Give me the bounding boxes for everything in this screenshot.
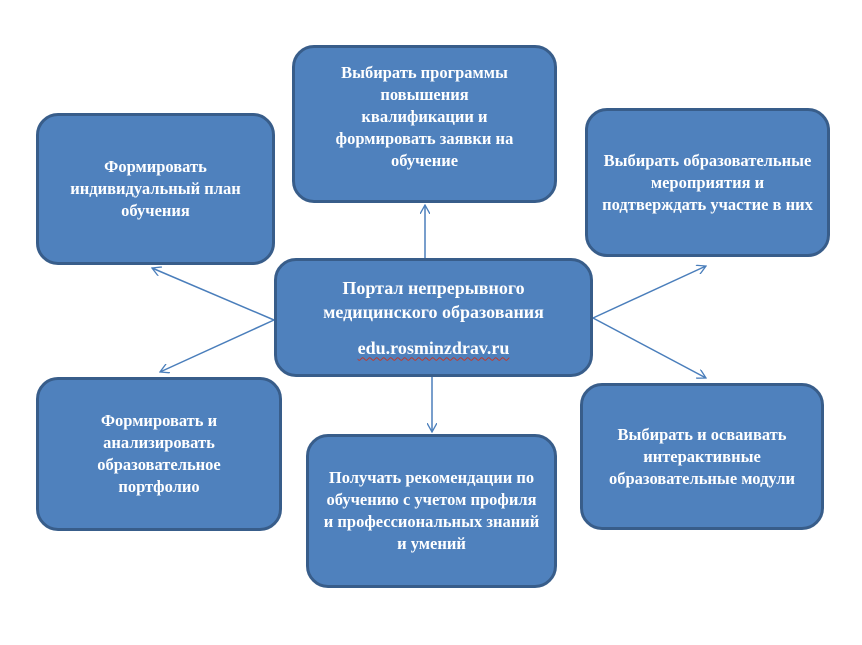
node-bottom: Получать рекомендации по обучению с учет… <box>306 434 557 588</box>
center-url[interactable]: edu.rosminzdrav.ru <box>357 337 510 358</box>
node-label: Получать рекомендации по обучению с учет… <box>323 468 540 553</box>
node-top-right: Выбирать образовательные мероприятия и п… <box>585 108 830 257</box>
node-top-left: Формировать индивидуальный план обучения <box>36 113 275 265</box>
node-bottom-right: Выбирать и осваивать интерактивные образ… <box>580 383 824 530</box>
arrow-bottom-left <box>160 319 275 372</box>
center-node: Портал непрерывного медицинского образов… <box>274 258 593 377</box>
center-title: Портал непрерывного медицинского образов… <box>323 277 544 322</box>
arrow-top-left <box>152 268 275 321</box>
node-bottom-left: Формировать и анализировать образователь… <box>36 377 282 531</box>
arrow-top-right <box>592 266 706 319</box>
node-label: Выбирать образовательные мероприятия и п… <box>602 150 813 214</box>
node-label: Формировать индивидуальный план обучения <box>70 157 241 220</box>
arrow-bottom-right <box>592 317 706 378</box>
node-label: Формировать и анализировать образователь… <box>97 411 221 496</box>
node-top: Выбирать программы повышения квалификаци… <box>292 45 557 203</box>
node-label: Выбирать программы повышения квалификаци… <box>335 63 514 170</box>
node-label: Выбирать и осваивать интерактивные образ… <box>608 424 796 488</box>
